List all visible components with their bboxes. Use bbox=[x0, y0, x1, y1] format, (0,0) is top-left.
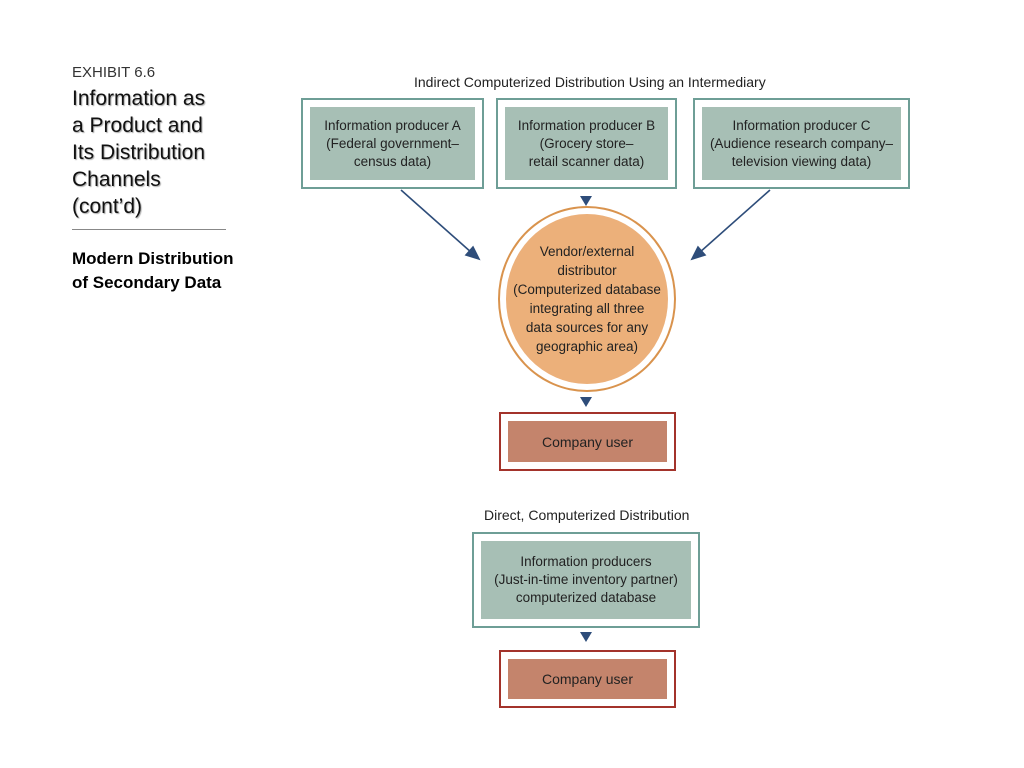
direct-user-label: Company user bbox=[508, 659, 667, 699]
producer-a-panel: Information producer A (Federal governme… bbox=[310, 107, 475, 180]
title-line: Channels bbox=[72, 168, 161, 191]
distributor-line: integrating all three bbox=[529, 301, 645, 316]
producer-c-line: Information producer C bbox=[732, 117, 871, 133]
distributor-circle: Vendor/external distributor (Computerize… bbox=[498, 206, 676, 392]
indirect-heading: Indirect Computerized Distribution Using… bbox=[414, 74, 766, 90]
subtitle-line: of Secondary Data bbox=[72, 273, 222, 292]
arrowhead-c bbox=[690, 245, 707, 261]
indirect-user-label: Company user bbox=[508, 421, 667, 462]
producer-b-line: Information producer B bbox=[517, 117, 656, 133]
direct-producers-box: Information producers (Just-in-time inve… bbox=[472, 532, 700, 628]
exhibit-title: Information as a Product and Its Distrib… bbox=[72, 85, 232, 220]
direct-producers-line: (Just-in-time inventory partner) bbox=[494, 572, 678, 587]
producer-a-line: (Federal government– bbox=[326, 135, 459, 151]
arrowhead-distributor-to-user bbox=[580, 397, 592, 407]
exhibit-label: EXHIBIT 6.6 bbox=[72, 64, 156, 81]
title-divider bbox=[72, 229, 226, 230]
producer-a-box: Information producer A (Federal governme… bbox=[301, 98, 484, 189]
direct-user-box: Company user bbox=[499, 650, 676, 708]
title-line: Its Distribution bbox=[72, 141, 206, 164]
distributor-line: data sources for any bbox=[525, 320, 649, 335]
arrow-a-to-distributor bbox=[400, 189, 473, 254]
producer-c-line: (Audience research company– bbox=[709, 135, 894, 151]
title-line: Information as bbox=[72, 87, 206, 110]
direct-producers-panel: Information producers (Just-in-time inve… bbox=[481, 541, 691, 619]
arrowhead-b bbox=[580, 196, 592, 206]
distributor-line: distributor bbox=[557, 263, 617, 278]
producer-b-line: retail scanner data) bbox=[528, 153, 645, 169]
title-line: (cont’d) bbox=[72, 195, 143, 218]
distributor-line: geographic area) bbox=[535, 339, 639, 354]
subtitle-line: Modern Distribution bbox=[72, 249, 234, 268]
direct-heading: Direct, Computerized Distribution bbox=[484, 507, 690, 523]
producer-c-box: Information producer C (Audience researc… bbox=[693, 98, 910, 189]
direct-producers-line: computerized database bbox=[515, 590, 657, 605]
producer-c-panel: Information producer C (Audience researc… bbox=[702, 107, 901, 180]
arrow-c-to-distributor bbox=[698, 189, 771, 254]
distributor-panel: Vendor/external distributor (Computerize… bbox=[506, 214, 668, 384]
arrowhead-direct bbox=[580, 632, 592, 642]
producer-a-line: census data) bbox=[353, 153, 432, 169]
producer-a-line: Information producer A bbox=[324, 117, 461, 133]
producer-b-box: Information producer B (Grocery store– r… bbox=[496, 98, 677, 189]
distributor-line: Vendor/external bbox=[539, 244, 635, 259]
direct-producers-line: Information producers bbox=[520, 554, 652, 569]
arrowhead-a bbox=[464, 245, 481, 261]
producer-b-line: (Grocery store– bbox=[539, 135, 634, 151]
title-line: a Product and bbox=[72, 114, 203, 137]
exhibit-subtitle: Modern Distribution of Secondary Data bbox=[72, 247, 272, 295]
indirect-user-box: Company user bbox=[499, 412, 676, 471]
distributor-line: (Computerized database bbox=[513, 282, 661, 297]
producer-c-line: television viewing data) bbox=[731, 153, 872, 169]
producer-b-panel: Information producer B (Grocery store– r… bbox=[505, 107, 668, 180]
